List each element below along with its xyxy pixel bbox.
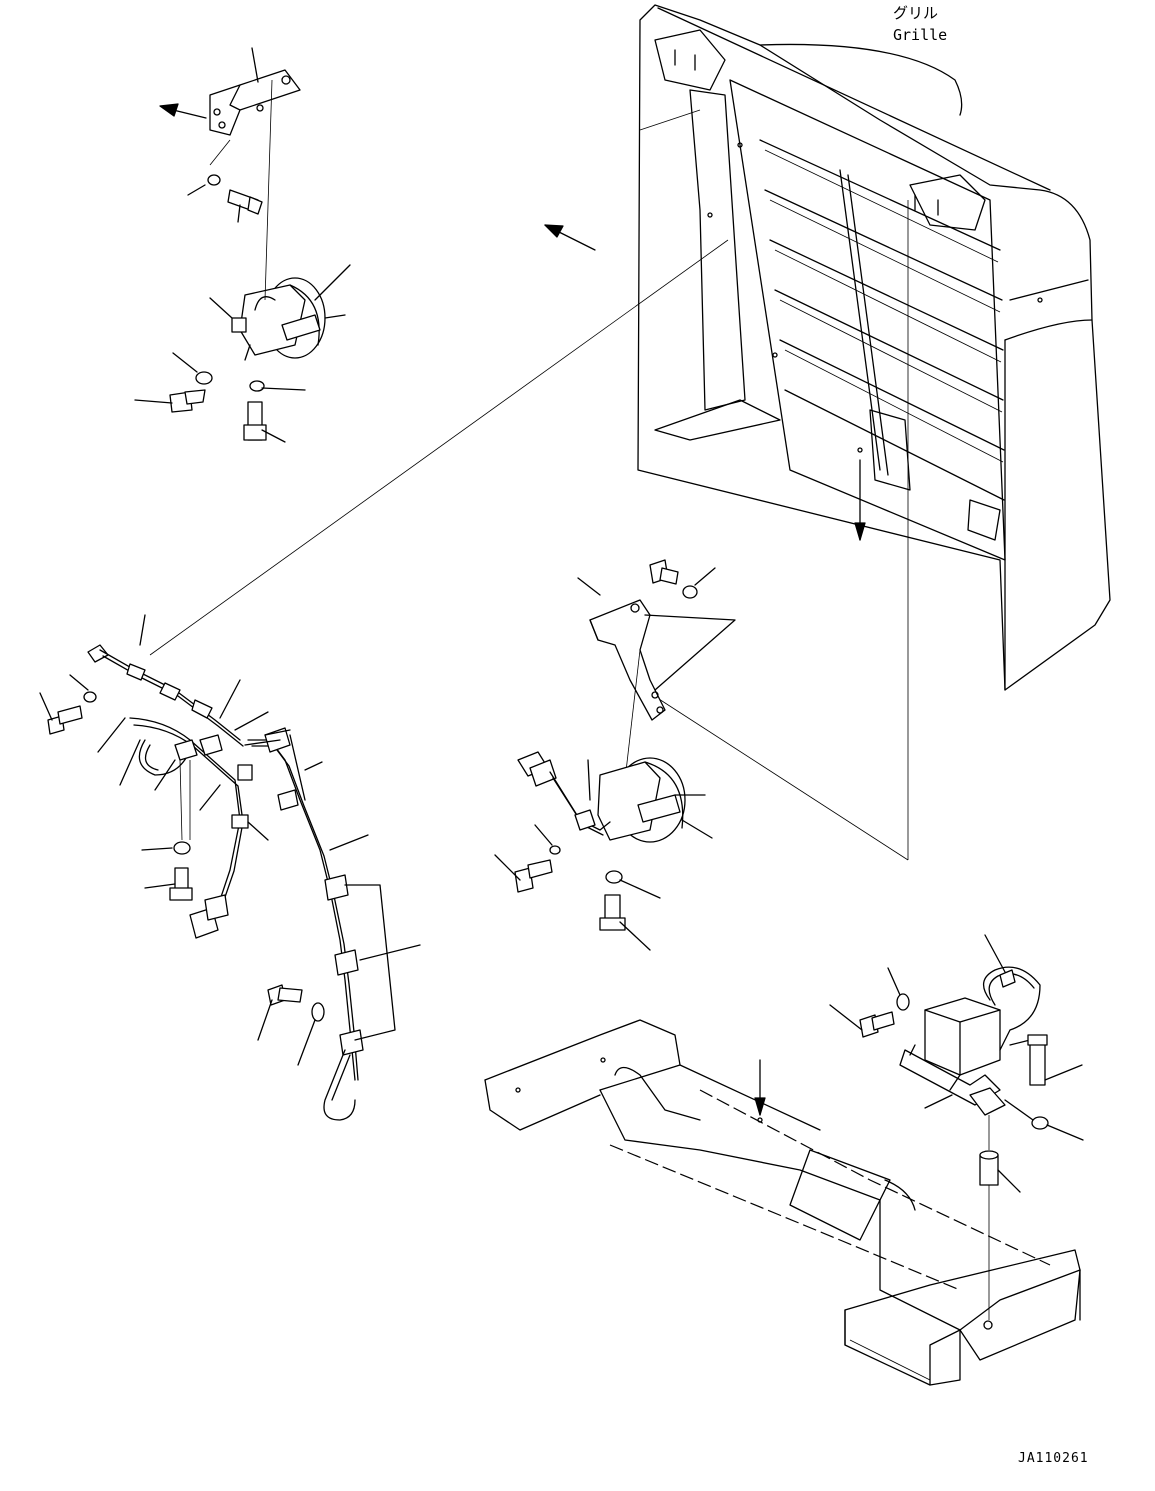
bottom-frame — [484, 1019, 1081, 1386]
drawing-code: JA110261 — [1018, 1451, 1089, 1466]
center-bracket — [577, 559, 736, 781]
grille-assembly — [637, 4, 1111, 691]
left-harness-fasteners — [39, 674, 325, 1066]
center-lamp — [494, 751, 713, 951]
leader-line-4 — [644, 689, 909, 861]
top-left-fasteners — [187, 139, 263, 223]
grille-arrows — [544, 224, 866, 541]
grille-label-en: Grille — [893, 26, 947, 44]
top-left-lamp — [134, 79, 351, 443]
left-wiring-harness — [87, 614, 421, 1121]
grille-label-jp: グリル — [893, 4, 938, 22]
horn-assembly — [829, 934, 1084, 1320]
top-left-bracket — [159, 47, 301, 136]
leader-line-2 — [639, 109, 701, 131]
leader-line-1 — [149, 239, 729, 656]
grille-louvres — [759, 139, 1005, 501]
